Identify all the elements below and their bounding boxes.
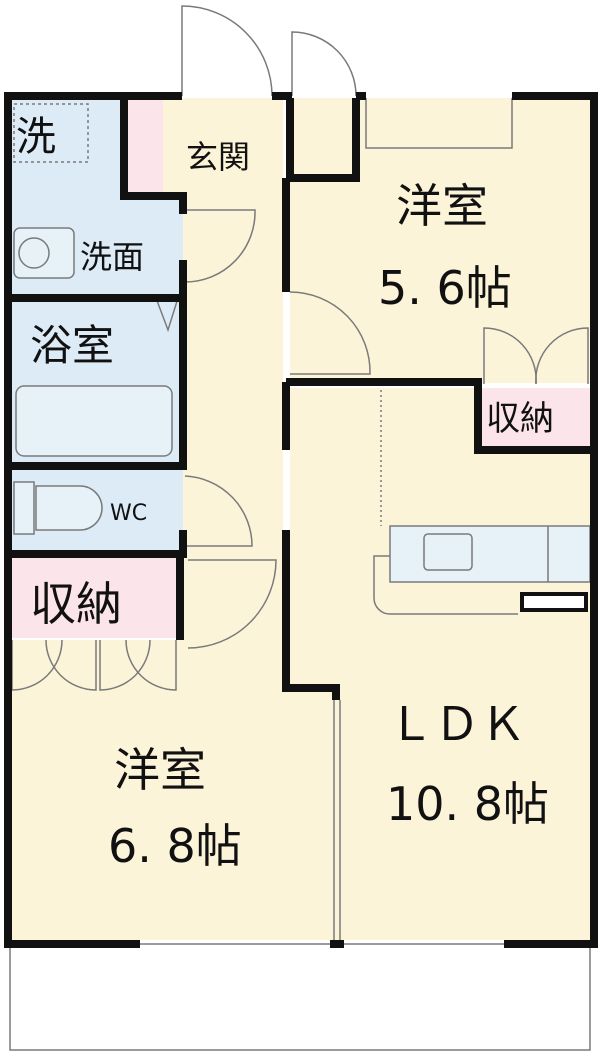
storage-left-door-b [45, 639, 97, 691]
wash-basin-bowl [18, 237, 50, 269]
label-western-1-name: 洋室 [396, 179, 488, 233]
bath-door [155, 297, 179, 333]
label-ldk-name: ＬＤＫ [388, 697, 526, 751]
window-top [365, 98, 513, 149]
storage-left-door-d [125, 639, 177, 691]
hall-door-lower [187, 559, 277, 649]
kitchen-peninsula [373, 555, 518, 615]
label-wc: WC [110, 501, 147, 526]
wc-door [184, 475, 253, 547]
room-fill-genkan-shoebox [124, 98, 163, 194]
fixtures [9, 5, 591, 1051]
kitchen-fridge-slot [520, 592, 588, 612]
storage-left-door-c [99, 639, 151, 691]
storage-right-door-b [535, 327, 589, 385]
laundry-pan [13, 103, 89, 163]
wall-room1-bottom [286, 378, 596, 454]
room-fill-storage-right [478, 388, 596, 448]
label-western-2-size: 6. 8帖 [108, 819, 242, 873]
label-bath: 浴室 [30, 321, 114, 370]
label-laundry: 洗 [16, 114, 56, 160]
label-storage-right: 収納 [486, 399, 554, 439]
label-western-2-name: 洋室 [114, 743, 206, 797]
label-storage-left: 収納 [30, 577, 122, 631]
room-fill-storage-left [10, 558, 180, 638]
room-fill-hallway [183, 200, 283, 680]
wall-entrance-left [120, 98, 187, 214]
entrance-door-swing-right [291, 31, 357, 97]
room-labels: 洗 玄関 洗面 浴室 WC 収納 収納 洋室 5. 6帖 洋室 6. 8帖 ＬＤ… [16, 114, 554, 873]
toilet-bowl [35, 485, 103, 531]
label-western-1-size: 5. 6帖 [378, 261, 512, 315]
room-fill-washroom [122, 200, 183, 298]
label-ldk-size: 10. 8帖 [386, 777, 549, 831]
room1-door [289, 291, 371, 375]
walls [4, 92, 598, 948]
room-fill-hallway-low [183, 680, 333, 690]
toilet-tank [13, 481, 35, 535]
room-fill-entrance [163, 98, 283, 200]
entrance-door-swing-left [181, 5, 273, 97]
washroom-door [184, 209, 256, 283]
wall-ldk-left [282, 382, 340, 700]
room-fill-western-1 [290, 98, 596, 383]
wall-genkan-box [286, 98, 360, 182]
storage-left-door-a [11, 639, 63, 691]
kitchen-sink [423, 533, 473, 571]
bath-tub [15, 385, 173, 457]
label-washroom: 洗面 [80, 238, 144, 276]
label-entrance: 玄関 [186, 138, 250, 176]
room-fills [10, 98, 596, 940]
wash-basin [13, 227, 75, 279]
balcony-outline [9, 944, 591, 1051]
room-fill-ldk [290, 388, 596, 940]
kitchen-counter [389, 525, 591, 583]
